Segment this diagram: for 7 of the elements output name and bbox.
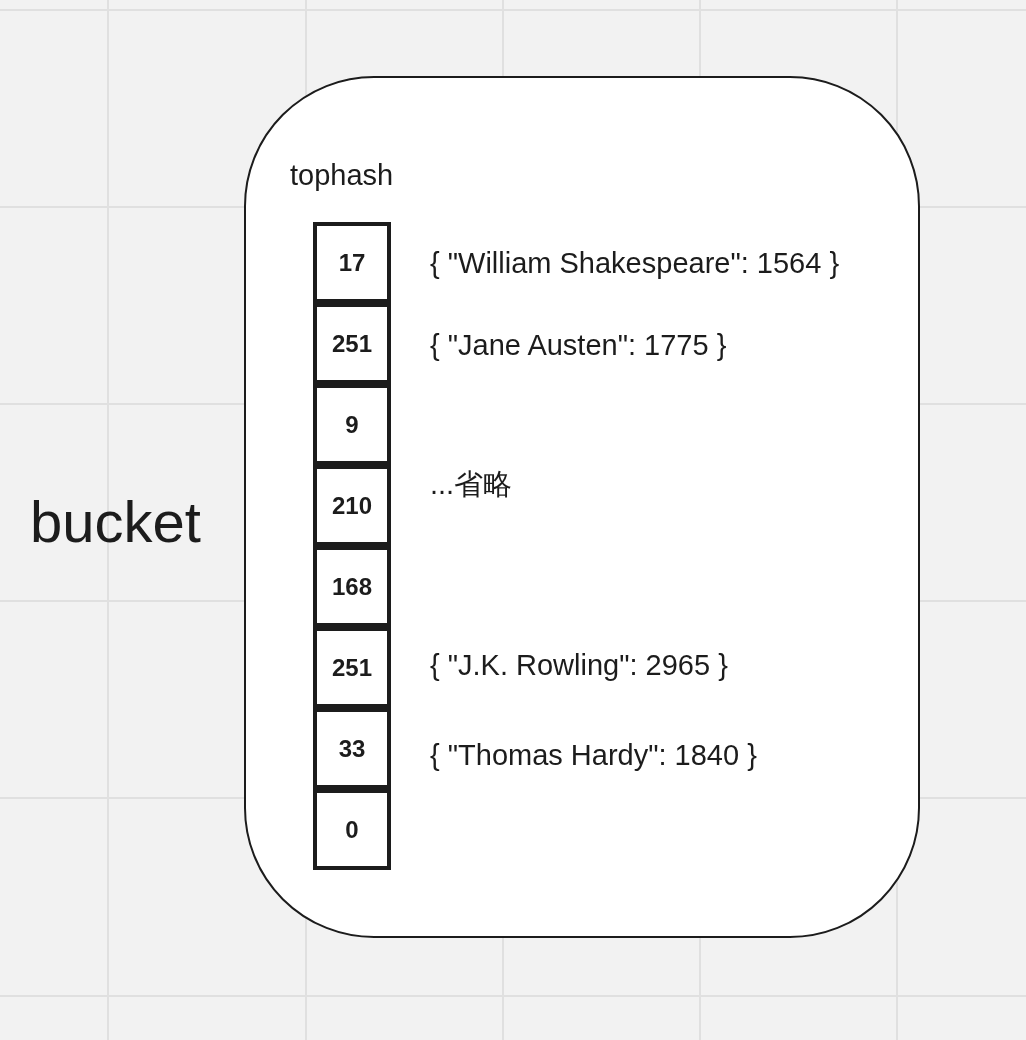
key-value-text: { "Jane Austen": 1775 } [430,328,727,363]
omitted-note: ...省略 [430,467,513,502]
array-heading: tophash [290,158,394,193]
bucket-title: bucket [30,488,201,556]
key-value-text: { "Thomas Hardy": 1840 } [430,738,757,773]
key-value-text: { "J.K. Rowling": 2965 } [430,648,728,683]
key-value-text: { "William Shakespeare": 1564 } [430,246,840,281]
